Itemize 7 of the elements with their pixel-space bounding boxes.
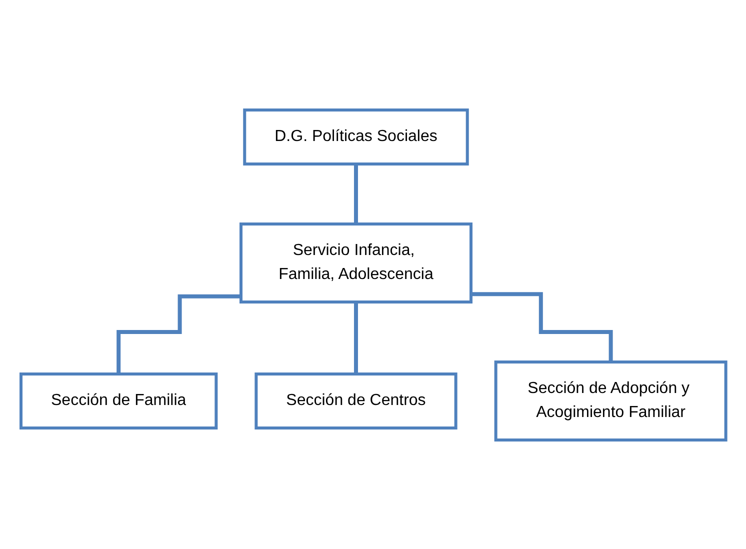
connector [116, 294, 241, 376]
connector [470, 292, 612, 364]
node-box: Sección de Centros [254, 372, 457, 429]
node-box: Sección de Familia [19, 372, 218, 429]
node-box: D.G. Políticas Sociales [242, 108, 468, 165]
node-box: Sección de Adopción y Acogimiento Familiar [494, 360, 727, 441]
node-box: Servicio Infancia, Familia, Adolescencia [239, 222, 472, 303]
